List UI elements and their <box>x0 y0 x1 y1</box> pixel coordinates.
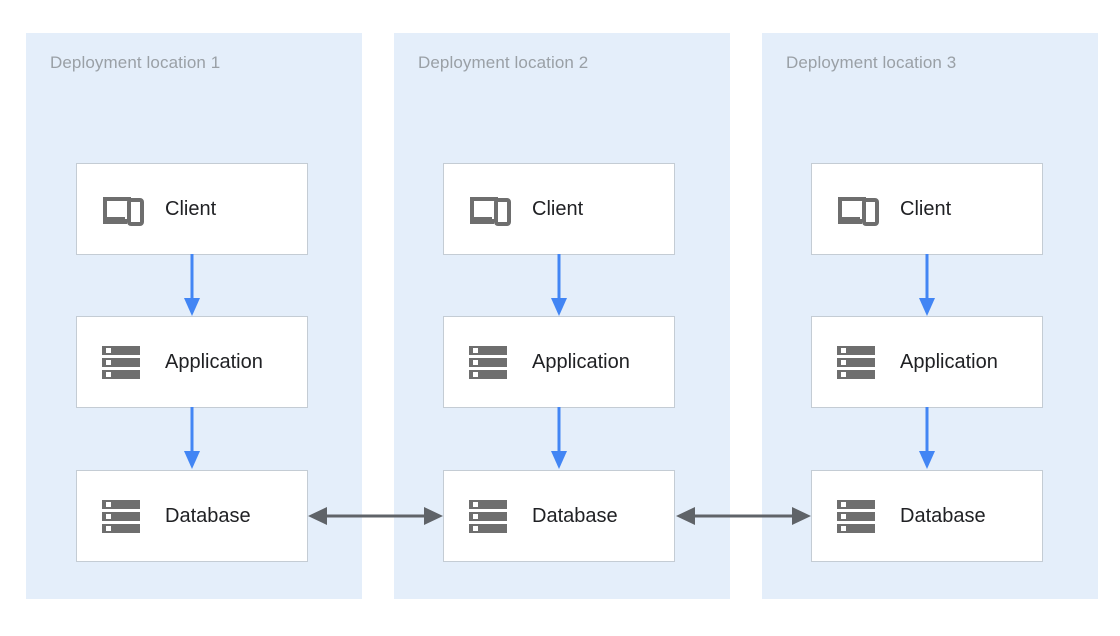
node-label-database-2: Database <box>532 505 618 527</box>
deployment-location-title-3: Deployment location 3 <box>786 53 957 72</box>
node-database-3[interactable]: Database <box>811 470 1043 562</box>
deployment-location-title-1: Deployment location 1 <box>50 53 221 72</box>
devices-icon <box>838 197 879 226</box>
node-database-1[interactable]: Database <box>76 470 308 562</box>
node-label-application-1: Application <box>165 351 263 373</box>
node-label-client-1: Client <box>165 198 217 220</box>
server-icon <box>469 500 507 533</box>
node-label-application-3: Application <box>900 351 998 373</box>
node-label-application-2: Application <box>532 351 630 373</box>
node-label-database-1: Database <box>165 505 251 527</box>
node-label-client-2: Client <box>532 198 584 220</box>
server-icon <box>102 346 140 379</box>
node-client-2[interactable]: Client <box>443 163 675 255</box>
node-client-3[interactable]: Client <box>811 163 1043 255</box>
node-database-2[interactable]: Database <box>443 470 675 562</box>
server-icon <box>837 500 875 533</box>
server-icon <box>469 346 507 379</box>
node-application-1[interactable]: Application <box>76 316 308 408</box>
node-label-database-3: Database <box>900 505 986 527</box>
node-label-client-3: Client <box>900 198 952 220</box>
node-application-3[interactable]: Application <box>811 316 1043 408</box>
devices-icon <box>103 197 144 226</box>
node-client-1[interactable]: Client <box>76 163 308 255</box>
deployment-location-title-2: Deployment location 2 <box>418 53 589 72</box>
node-application-2[interactable]: Application <box>443 316 675 408</box>
server-icon <box>837 346 875 379</box>
devices-icon <box>470 197 511 226</box>
server-icon <box>102 500 140 533</box>
